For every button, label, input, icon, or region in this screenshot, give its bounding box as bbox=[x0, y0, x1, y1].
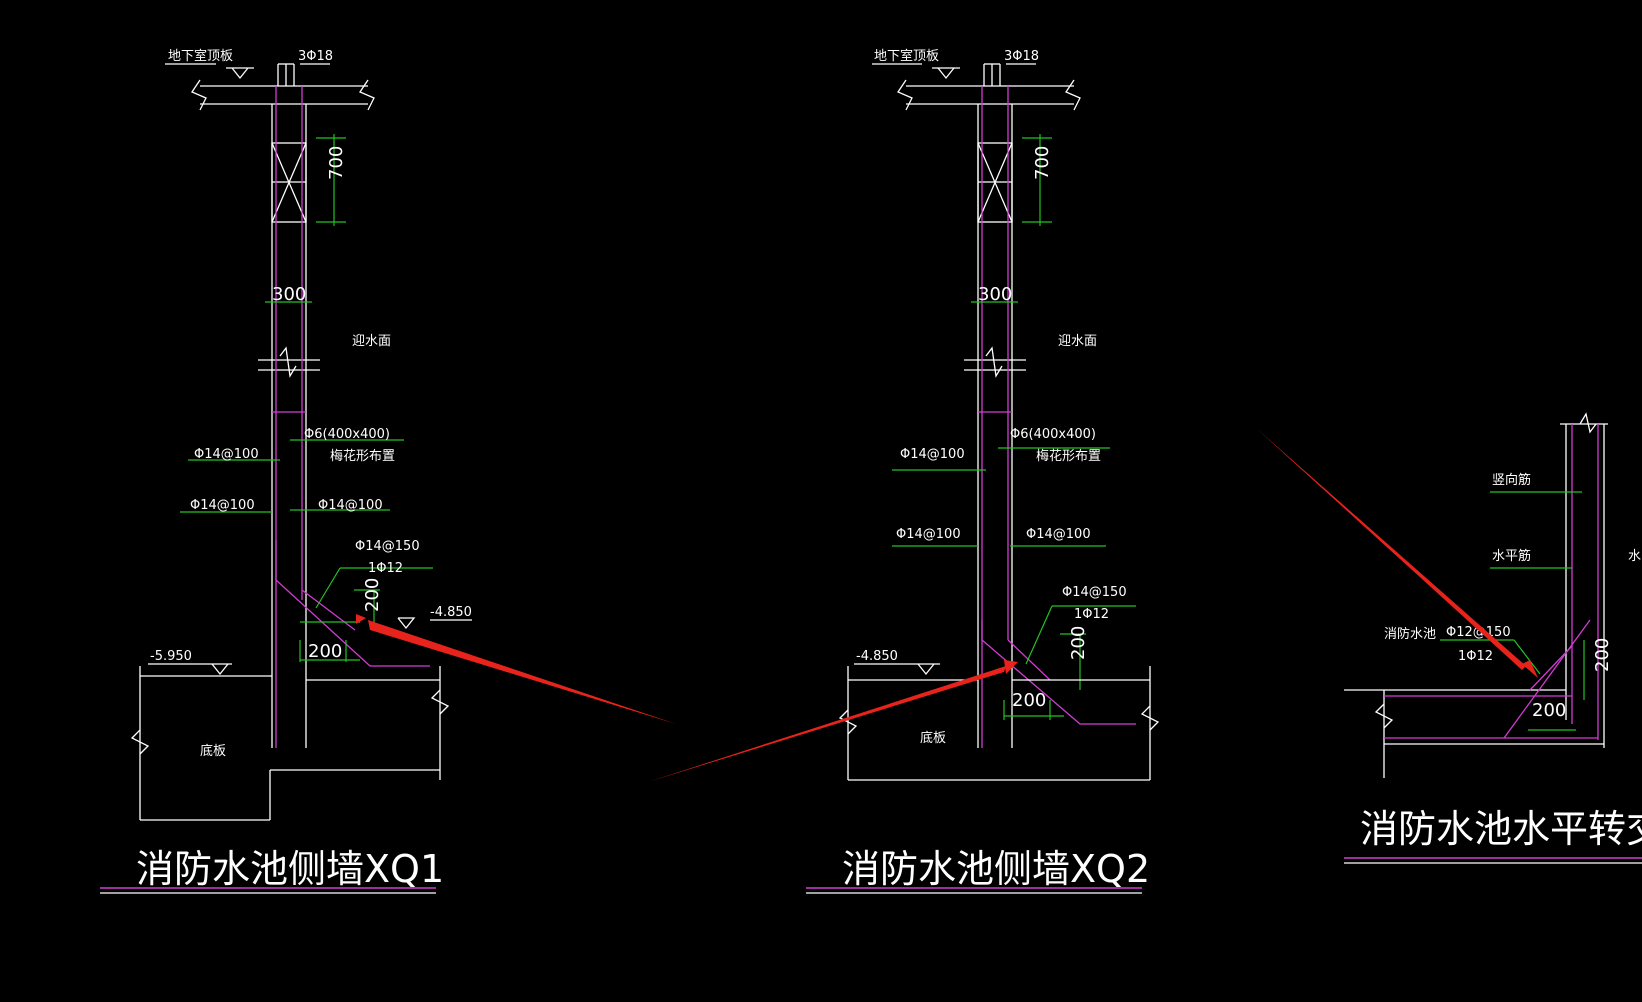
label-vertical-bar: 竖向筋 bbox=[1492, 472, 1531, 488]
arrow-to-xq1-haunch bbox=[368, 620, 676, 724]
label-roof-slab: 地下室顶板 bbox=[874, 48, 939, 64]
wall-outline bbox=[271, 104, 307, 748]
dim-700: 700 bbox=[326, 146, 347, 180]
label-elevation-left: -5.950 bbox=[150, 649, 192, 664]
label-bar-b: Φ14@100 bbox=[896, 527, 961, 542]
label-bar-c: Φ14@100 bbox=[1026, 527, 1091, 542]
label-roof-slab: 地下室顶板 bbox=[168, 48, 233, 64]
label-top-bars: 3Φ18 bbox=[1004, 49, 1039, 64]
label-haunch-bar2: 1Φ12 bbox=[1458, 649, 1493, 664]
label-haunch-bar: Φ14@150 bbox=[355, 539, 420, 554]
label-bar-b: Φ14@100 bbox=[190, 498, 255, 513]
wall-outline bbox=[977, 104, 1013, 748]
rebar-lines bbox=[978, 86, 1136, 748]
base-slab-outline bbox=[838, 666, 1160, 781]
label-tie-layout: 梅花形布置 bbox=[1036, 448, 1101, 464]
dim-haunch-horizontal: 200 bbox=[308, 641, 342, 662]
label-bar-c: Φ14@100 bbox=[318, 498, 383, 513]
label-haunch-bar: Φ14@150 bbox=[1062, 585, 1127, 600]
dimension-lines bbox=[892, 134, 1136, 720]
dim-700: 700 bbox=[1032, 146, 1053, 180]
wall-break-symbol bbox=[964, 346, 1026, 378]
dim-wall-thickness: 300 bbox=[978, 284, 1012, 305]
label-water-face: 迎水面 bbox=[352, 334, 391, 349]
dim-haunch-vertical: 200 bbox=[1068, 626, 1089, 660]
label-base-slab: 底板 bbox=[920, 730, 946, 746]
roof-slab-outline bbox=[165, 63, 375, 111]
label-haunch-bar: Φ12@150 bbox=[1446, 625, 1511, 640]
dim-haunch-vertical: 200 bbox=[362, 578, 383, 612]
wall-break-symbol bbox=[258, 346, 320, 378]
detail-title-xq2: 消防水池侧墙XQ2 bbox=[842, 847, 1150, 891]
roof-slab-outline bbox=[872, 63, 1081, 111]
corner-outline bbox=[1344, 412, 1608, 778]
detail-title-xq1: 消防水池侧墙XQ1 bbox=[136, 847, 444, 891]
detail-corner: 竖向筋 水平筋 消防水池 Φ12@150 1Φ12 200 200 水 消防水池… bbox=[1344, 412, 1642, 864]
arrow-to-xq2-haunch bbox=[648, 666, 1006, 782]
label-base-slab: 底板 bbox=[200, 743, 226, 759]
arrow-head-xq2 bbox=[1004, 660, 1018, 674]
label-pool: 消防水池 bbox=[1384, 626, 1436, 642]
label-elevation-left: -4.850 bbox=[856, 649, 898, 664]
detail-title-corner: 消防水池水平转交做法 bbox=[1360, 807, 1642, 851]
dimension-lines bbox=[180, 134, 433, 662]
annotation-arrows bbox=[356, 428, 1538, 782]
label-cut-text: 水 bbox=[1628, 549, 1641, 564]
detail-xq1: 地下室顶板 3Φ18 bbox=[100, 48, 472, 894]
label-elevation-right: -4.850 bbox=[430, 605, 472, 620]
dimension-lines bbox=[1440, 491, 1585, 731]
label-horizontal-bar: 水平筋 bbox=[1492, 548, 1531, 564]
label-bar-a: Φ14@100 bbox=[194, 447, 259, 462]
rebar-lines bbox=[272, 86, 430, 748]
arrow-to-corner-haunch bbox=[1256, 428, 1526, 670]
dim-haunch-horizontal: 200 bbox=[1012, 690, 1046, 711]
arrow-head-corner bbox=[1522, 660, 1538, 678]
label-bar-a: Φ14@100 bbox=[900, 447, 965, 462]
base-slab-outline bbox=[130, 666, 450, 821]
rebar-lines bbox=[1384, 424, 1599, 740]
label-tie-bars: Φ6(400x400) bbox=[1010, 427, 1096, 442]
dim-corner-vertical: 200 bbox=[1592, 638, 1613, 672]
label-top-bars: 3Φ18 bbox=[298, 49, 333, 64]
elevation-marks bbox=[148, 617, 472, 676]
label-haunch-bar2: 1Φ12 bbox=[1074, 607, 1109, 622]
elevation-marks bbox=[854, 663, 940, 676]
dim-corner-horizontal: 200 bbox=[1532, 700, 1566, 721]
label-haunch-bar2: 1Φ12 bbox=[368, 561, 403, 576]
dim-wall-thickness: 300 bbox=[272, 284, 306, 305]
label-tie-layout: 梅花形布置 bbox=[330, 448, 395, 464]
label-tie-bars: Φ6(400x400) bbox=[304, 427, 390, 442]
detail-xq2: 地下室顶板 3Φ18 bbox=[806, 48, 1160, 894]
arrow-head-xq1 bbox=[356, 614, 366, 624]
label-water-face: 迎水面 bbox=[1058, 334, 1097, 349]
